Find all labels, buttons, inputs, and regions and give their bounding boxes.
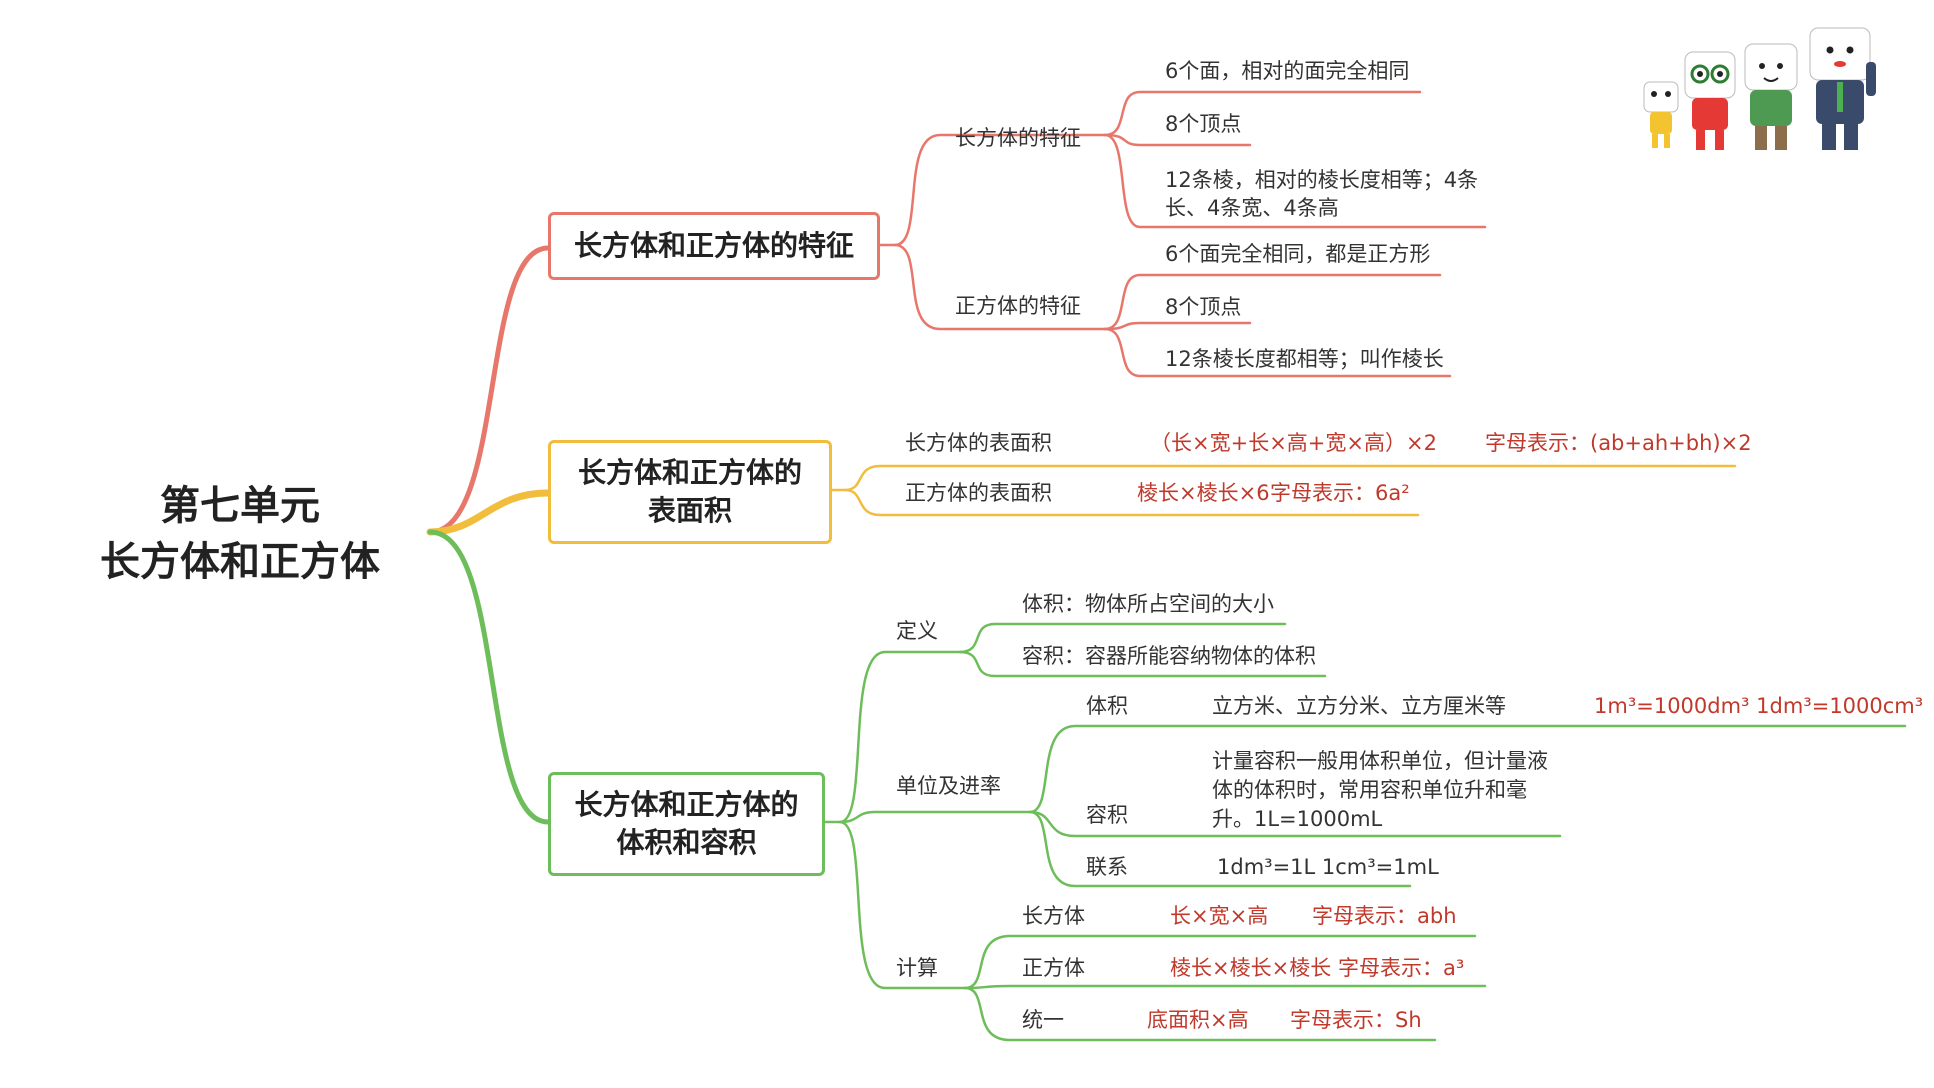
features-topic-title: 长方体和正方体的特征 [573, 229, 854, 262]
definition-item: 容积：容器所能容纳物体的体积 [1022, 644, 1316, 668]
volume-topic-title: 长方体和正方体的体积和容积 [574, 788, 799, 859]
cuboid-surface-letters: 字母表示：(ab+ah+bh)×2 [1485, 431, 1752, 455]
cuboid-surface-formula: （长×宽+长×高+宽×高）×2 [1150, 431, 1437, 455]
central-topic: 第七单元 长方体和正方体 [60, 478, 420, 590]
unit-volume-units: 立方米、立方分米、立方厘米等 [1212, 694, 1506, 718]
cube-surface-label: 正方体的表面积 [905, 481, 1052, 505]
calc-cube-formula: 棱长×棱长×棱长 [1170, 956, 1332, 980]
cube-feature-item: 6个面完全相同，都是正方形 [1165, 242, 1431, 266]
definition-item: 体积：物体所占空间的大小 [1022, 592, 1274, 616]
definition-label: 定义 [896, 619, 938, 643]
cuboid-feature-label: 长方体的特征 [955, 126, 1081, 150]
cube-feature-item: 8个顶点 [1165, 295, 1242, 319]
calc-unified-formula: 底面积×高 [1147, 1008, 1249, 1032]
unit-relation-label: 联系 [1086, 855, 1128, 879]
units-label: 单位及进率 [896, 774, 1001, 798]
calc-unified-letters: 字母表示：Sh [1290, 1008, 1422, 1032]
calc-cube-letters: 字母表示：a³ [1338, 956, 1465, 980]
central-title-line2: 长方体和正方体 [100, 539, 380, 585]
cuboid-feature-item: 6个面，相对的面完全相同 [1165, 59, 1410, 83]
central-title-line1: 第七单元 [160, 483, 320, 529]
calc-cuboid-label: 长方体 [1022, 904, 1085, 928]
cuboid-feature-item: 12条棱，相对的棱长度相等；4条长、4条宽、4条高 [1165, 168, 1479, 220]
unit-volume-rate: 1m³=1000dm³ 1dm³=1000cm³ [1594, 694, 1924, 718]
unit-capacity-label: 容积 [1086, 803, 1128, 827]
calc-label: 计算 [896, 956, 938, 980]
cube-surface-letters: 字母表示：6a² [1270, 481, 1410, 505]
calc-cube-label: 正方体 [1022, 956, 1085, 980]
unit-volume-label: 体积 [1086, 694, 1128, 718]
volume-topic-box: 长方体和正方体的体积和容积 [548, 772, 825, 876]
surface-topic-title: 长方体和正方体的表面积 [577, 456, 802, 527]
unit-capacity-text: 计量容积一般用体积单位，但计量液体的体积时，常用容积单位升和毫升。1L=1000… [1212, 749, 1548, 831]
cube-feature-label: 正方体的特征 [955, 294, 1081, 318]
calc-unified-label: 统一 [1022, 1008, 1064, 1032]
cuboid-feature-item: 8个顶点 [1165, 112, 1242, 136]
cuboid-surface-label: 长方体的表面积 [905, 431, 1052, 455]
cube-feature-item: 12条棱长度都相等；叫作棱长 [1165, 347, 1444, 371]
mascot-characters-illustration [1643, 27, 1876, 150]
surface-topic-box: 长方体和正方体的表面积 [548, 440, 832, 544]
unit-relation-text: 1dm³=1L 1cm³=1mL [1217, 855, 1439, 879]
calc-cuboid-formula: 长×宽×高 [1170, 904, 1269, 928]
cube-surface-formula: 棱长×棱长×6 [1137, 481, 1270, 505]
calc-cuboid-letters: 字母表示：abh [1312, 904, 1457, 928]
features-topic-box: 长方体和正方体的特征 [548, 212, 880, 280]
